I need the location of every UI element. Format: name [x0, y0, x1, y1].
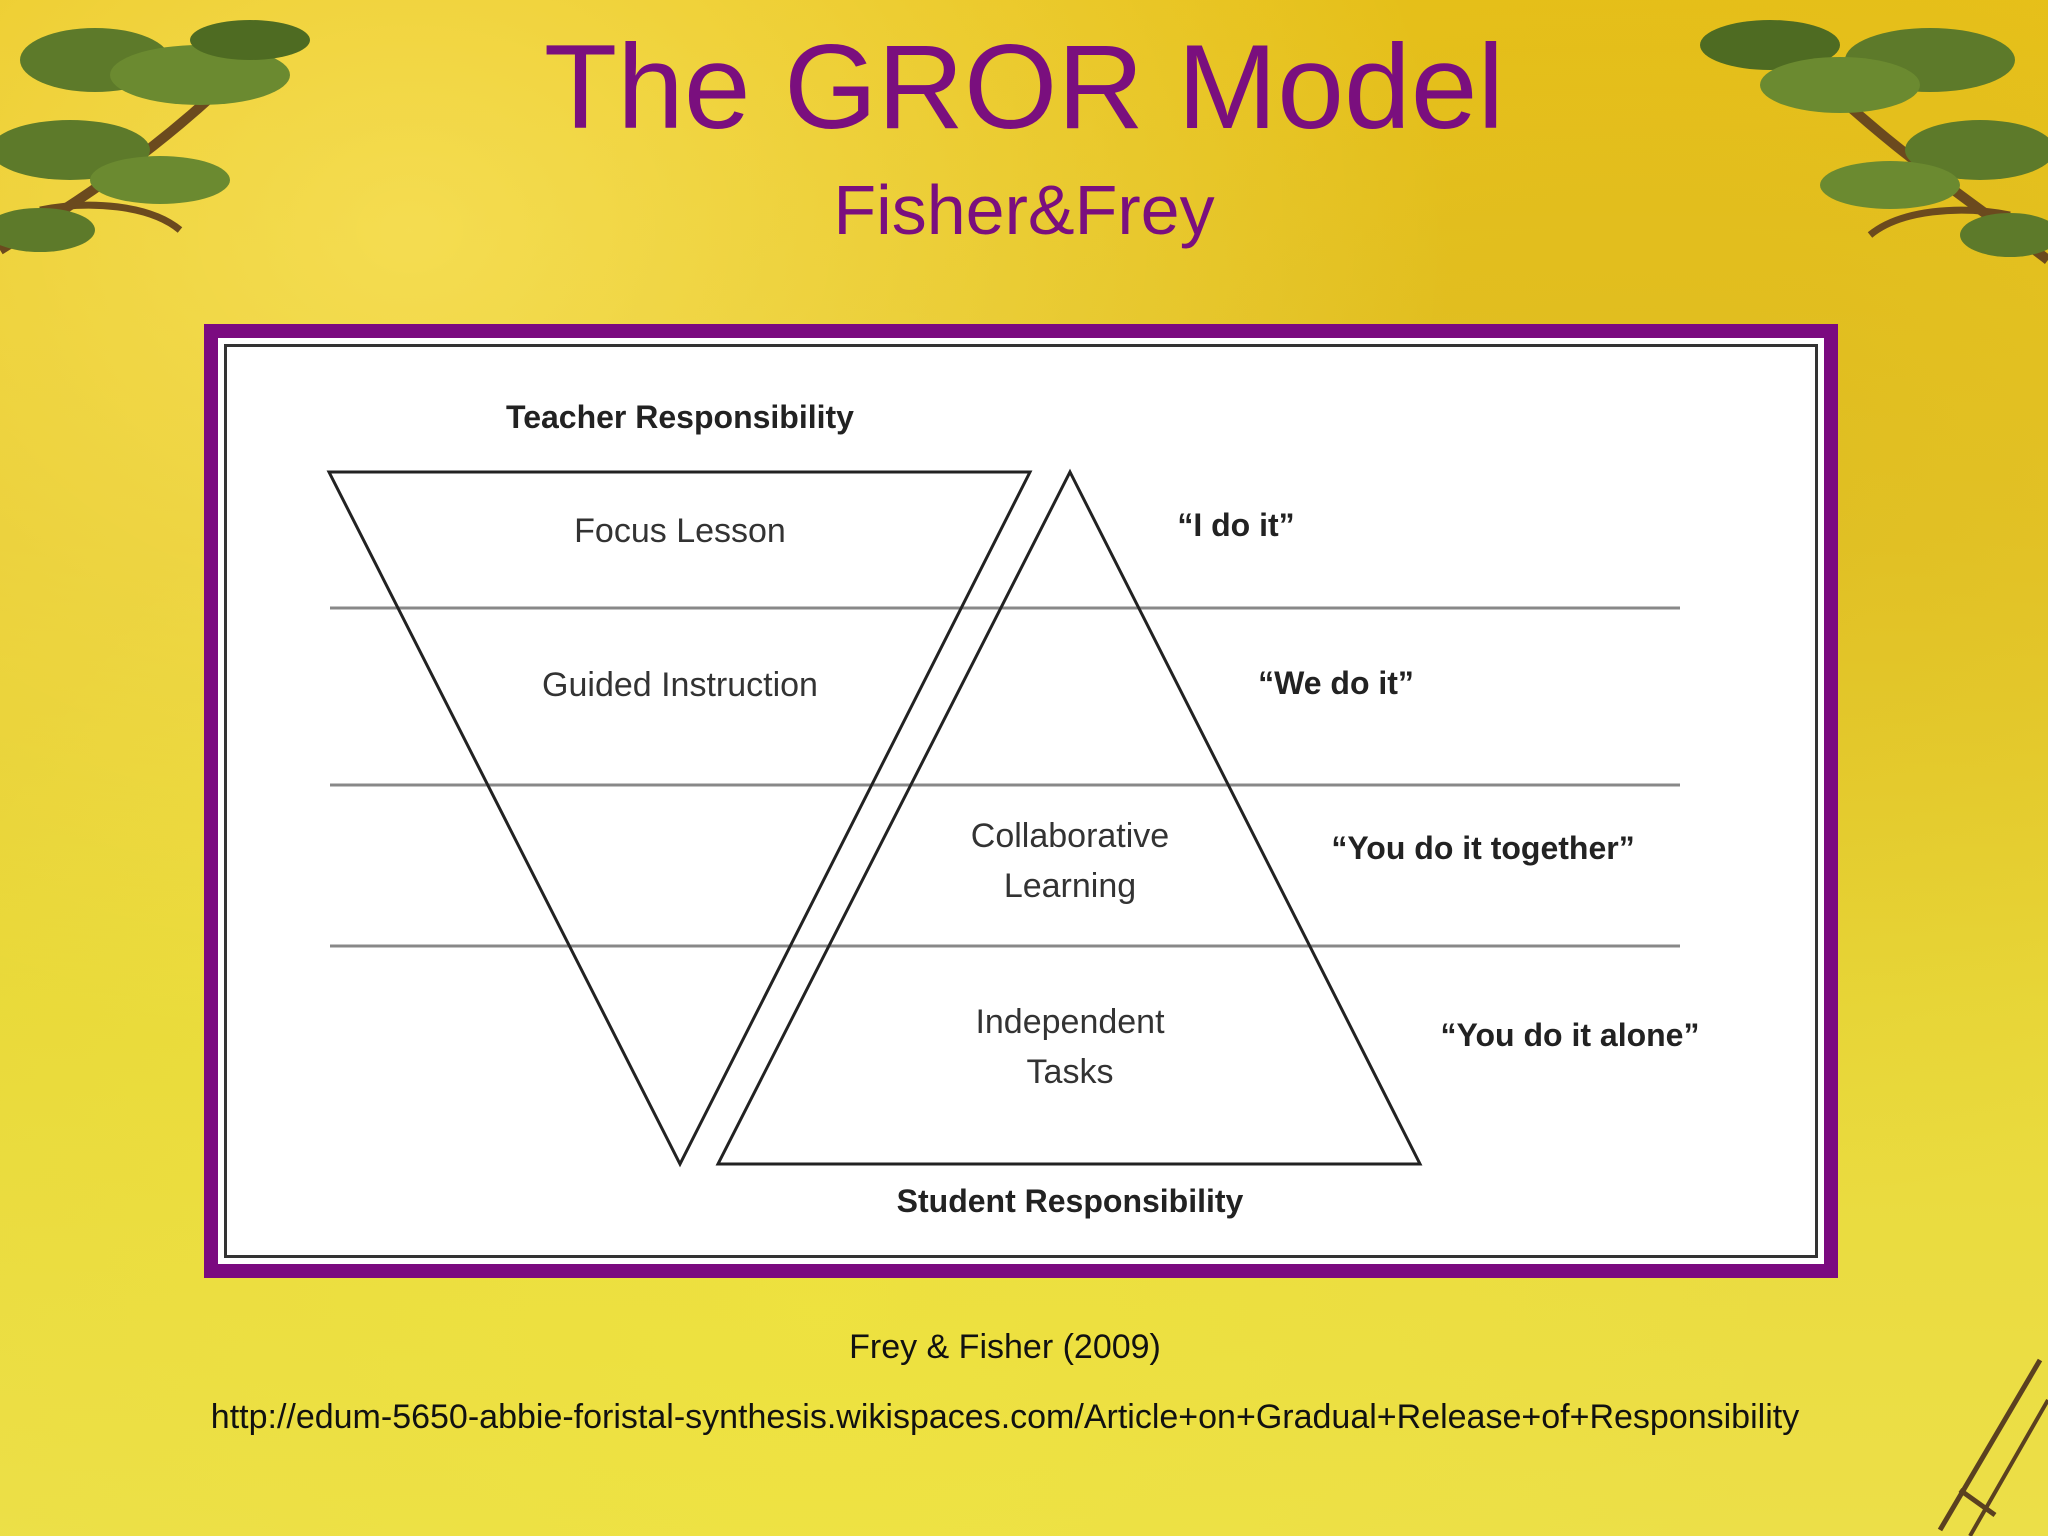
stage-label-focus-lesson: Focus Lesson	[574, 512, 786, 550]
bamboo-stick-icon	[1937, 1358, 2048, 1536]
phrase-we-do-it: “We do it”	[1258, 665, 1414, 701]
gradual-release-diagram: Teacher Responsibility Student Responsib…	[326, 399, 1700, 1219]
teacher-responsibility-triangle	[326, 470, 1033, 1168]
student-responsibility-label: Student Responsibility	[897, 1183, 1244, 1219]
stage-label-independent: Independent	[975, 1003, 1165, 1041]
stage-label-guided-instruction: Guided Instruction	[542, 666, 818, 704]
student-responsibility-triangle	[715, 468, 1423, 1166]
stage-label-learning: Learning	[1004, 867, 1136, 905]
pine-branch-icon	[0, 20, 310, 255]
source-url[interactable]: http://edum-5650-abbie-foristal-synthesi…	[210, 1398, 1800, 1436]
stage-label-collaborative: Collaborative	[971, 817, 1169, 855]
diagram-inner-border	[224, 344, 1818, 1258]
teacher-responsibility-label: Teacher Responsibility	[506, 399, 854, 435]
stage-label-tasks: Tasks	[1027, 1053, 1114, 1091]
citation: Frey & Fisher (2009)	[849, 1328, 1161, 1366]
slide-title: The GROR Model	[543, 20, 1505, 154]
slide-subtitle: Fisher&Frey	[833, 171, 1215, 249]
diagram-frame: Teacher Responsibility Student Responsib…	[204, 324, 1838, 1278]
pine-branch-icon	[1700, 20, 2048, 264]
phrase-you-do-it-alone: “You do it alone”	[1441, 1017, 1700, 1053]
phrase-i-do-it: “I do it”	[1177, 507, 1294, 543]
phrase-you-do-it-together: “You do it together”	[1331, 830, 1634, 866]
